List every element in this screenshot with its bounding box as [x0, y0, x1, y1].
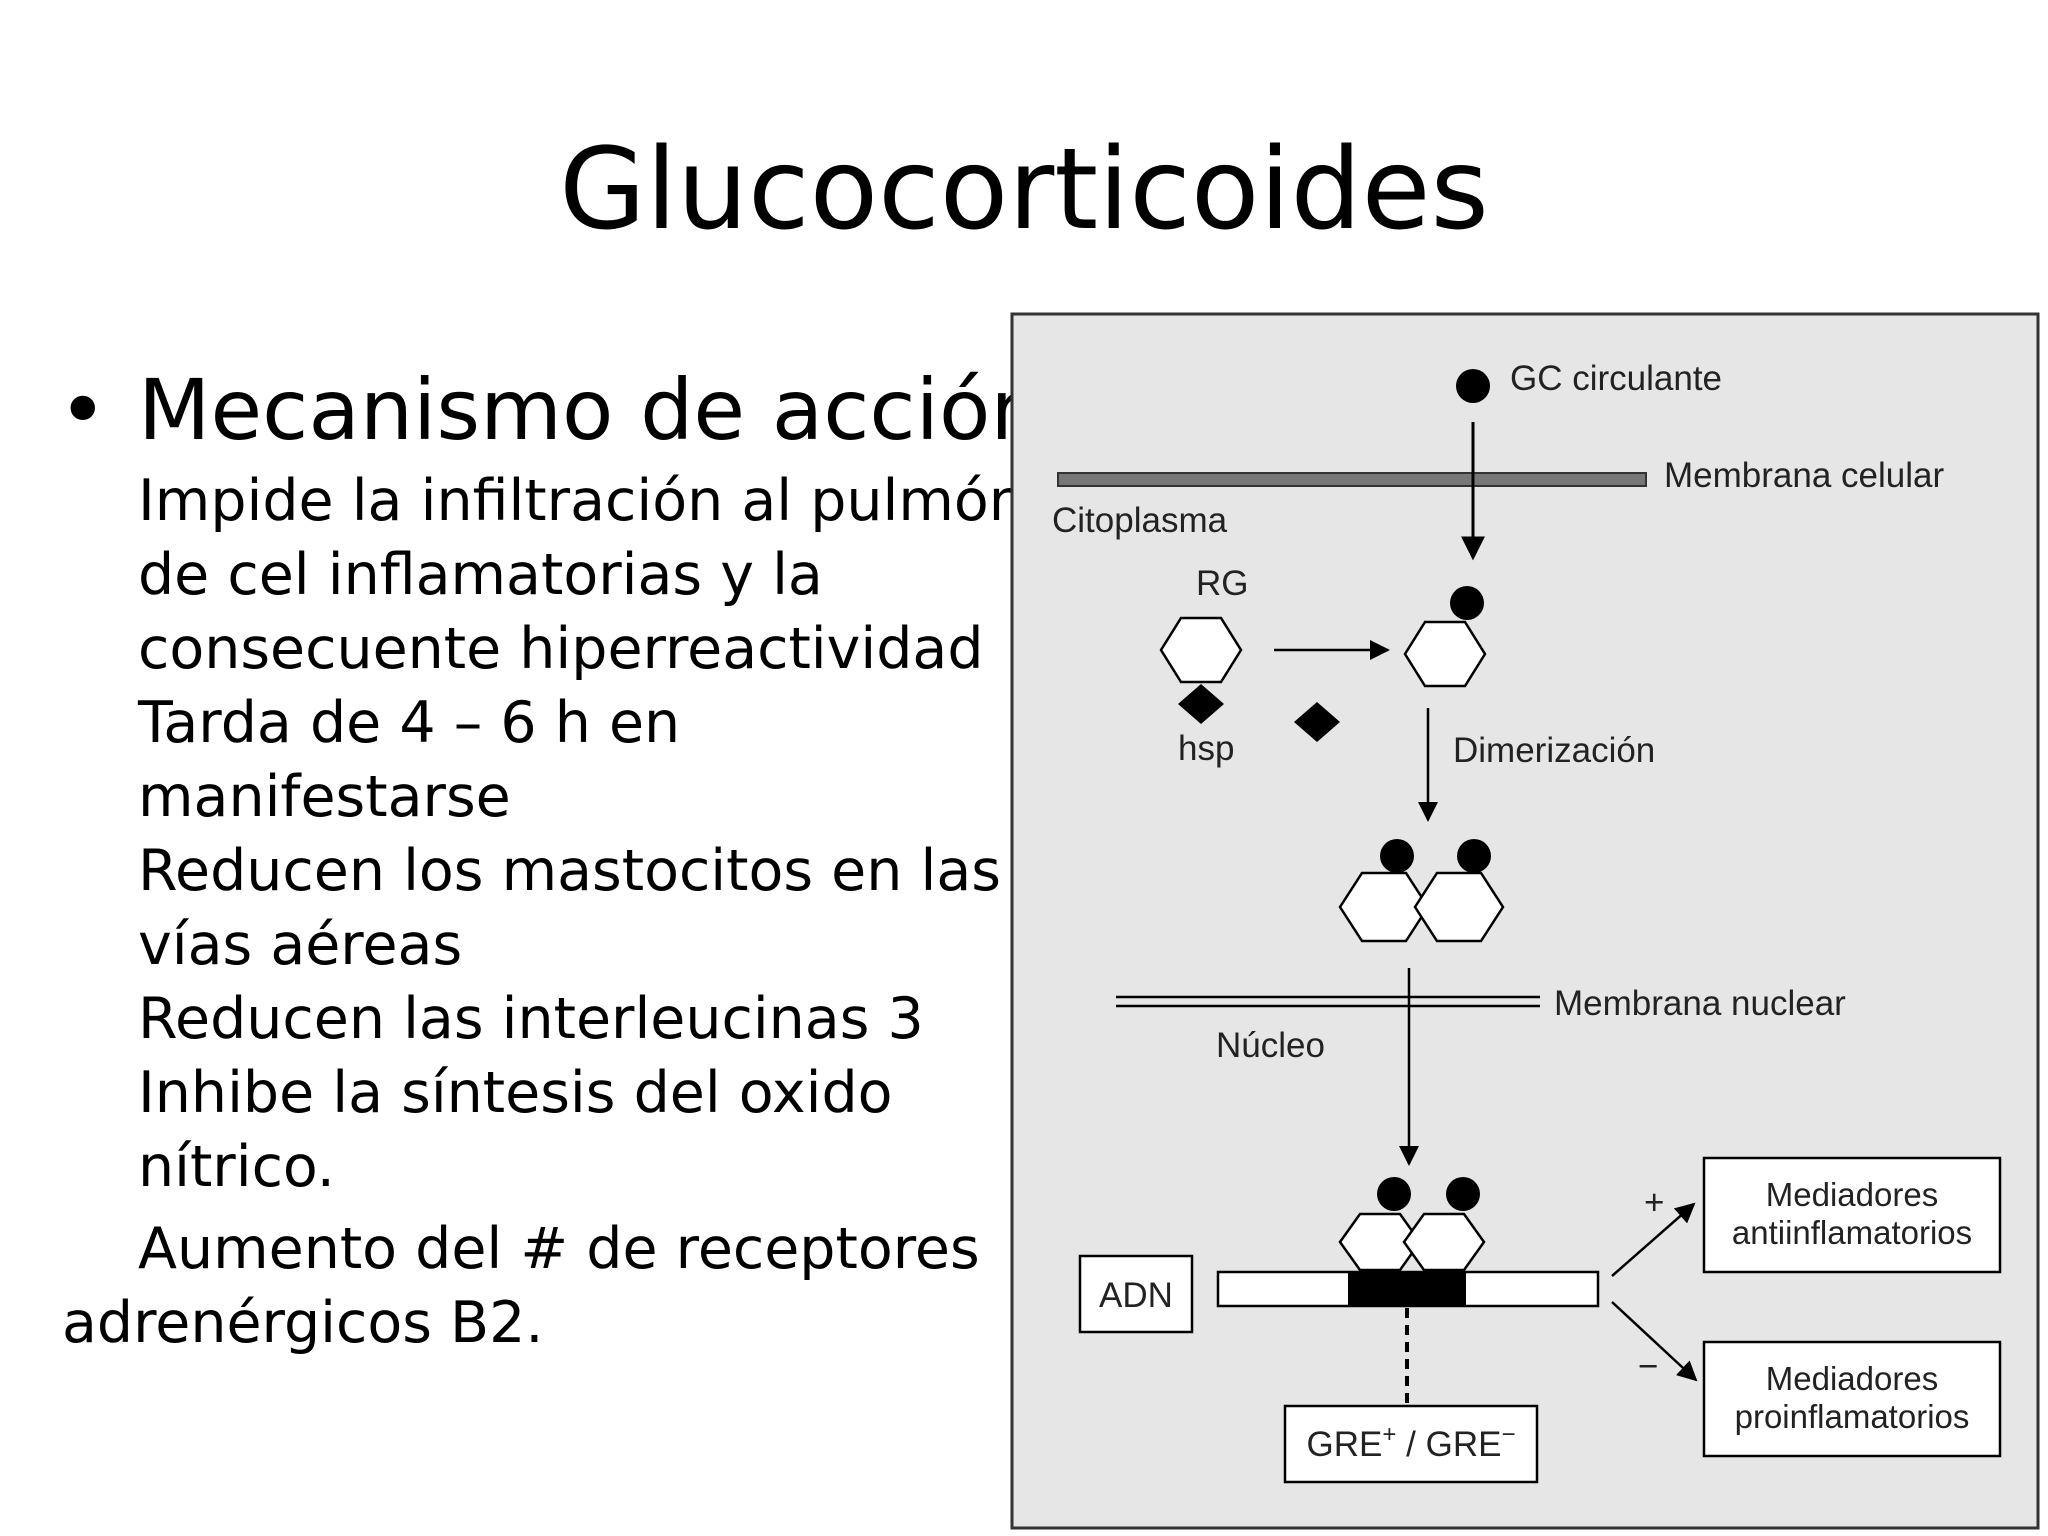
adn-box [1078, 1254, 1194, 1334]
body-line: nítrico. [138, 1134, 335, 1200]
nucleo-label: Núcleo [1216, 1026, 1325, 1065]
bullet-heading: Mecanismo de acción [138, 361, 1044, 459]
slide-title: Glucocorticoides [559, 125, 1489, 255]
body-line: Inhibe la síntesis del oxido [138, 1060, 893, 1126]
gre-separator: / [1396, 1425, 1425, 1464]
free-hsp-diamond [1294, 702, 1340, 742]
cell-membrane [1057, 472, 1647, 487]
dimer-molecule-right [1457, 839, 1491, 873]
dimer-hexagon-right [1413, 871, 1505, 943]
rg-label: RG [1196, 564, 1249, 603]
dimerizacion-label: Dimerización [1453, 731, 1655, 770]
hsp-label: hsp [1178, 729, 1234, 768]
body-line: de cel inflamatorias y la [138, 542, 823, 608]
bullet-marker: • [58, 361, 108, 459]
negative-effect-arrow [1611, 1301, 1698, 1382]
gre-plus-sup: + [1382, 1421, 1396, 1448]
body-line: Impide la infiltración al pulmón [138, 468, 1025, 534]
positive-effect-arrow [1611, 1202, 1696, 1277]
membrana-nuclear-label: Membrana nuclear [1554, 984, 1846, 1023]
pro-inflammatory-label-2: proinflamatorios [1735, 1398, 1970, 1435]
pro-inflammatory-box [1702, 1340, 2002, 1458]
dna-dimer-molecule-left [1377, 1177, 1411, 1211]
hsp-diamond [1178, 684, 1224, 724]
gre-plus-text: GRE [1307, 1425, 1383, 1464]
body-line: consecuente hiperreactividad [138, 616, 984, 682]
gre-minus-text: GRE [1426, 1425, 1502, 1464]
gc-circulante-label: GC circulante [1510, 359, 1722, 398]
gc-bound-molecule [1450, 586, 1484, 620]
anti-inflammatory-label-2: antiinflamatorios [1732, 1214, 1972, 1251]
pro-inflammatory-label-1: Mediadores [1766, 1360, 1938, 1397]
body-line: manifestarse [138, 764, 511, 830]
gre-box [1283, 1404, 1539, 1484]
plus-sign: + [1644, 1183, 1664, 1222]
closing-line: Aumento del # de receptores [138, 1216, 980, 1282]
body-line: Reducen las interleucinas 3 [138, 986, 924, 1052]
receptor-hexagon [1159, 616, 1243, 684]
gre-binding-site [1348, 1272, 1466, 1306]
body-line: Reducen los mastocitos en las [138, 838, 1001, 904]
anti-inflammatory-label-1: Mediadores [1766, 1176, 1938, 1213]
body-line: vías aéreas [138, 912, 463, 978]
minus-sign: − [1638, 1347, 1658, 1386]
gre-minus-sup: − [1501, 1421, 1515, 1448]
bound-receptor-hexagon [1403, 620, 1487, 688]
adn-label: ADN [1099, 1276, 1173, 1315]
anti-inflammatory-box [1702, 1156, 2002, 1274]
gc-molecule [1456, 369, 1490, 403]
membrana-celular-label: Membrana celular [1664, 456, 1944, 495]
body-line: Tarda de 4 – 6 h en [138, 690, 681, 756]
mechanism-diagram-svg: GC circulante Membrana celular Citoplasm… [1010, 312, 2040, 1530]
dna-dimer-molecule-right [1446, 1177, 1480, 1211]
dimer-molecule-left [1380, 839, 1414, 873]
gre-label: GRE+ / GRE− [1307, 1421, 1516, 1464]
closing-line: adrenérgicos B2. [62, 1290, 544, 1356]
dna-dimer-hexagon-right [1402, 1212, 1486, 1272]
mechanism-diagram: GC circulante Membrana celular Citoplasm… [1010, 312, 2040, 1530]
citoplasma-label: Citoplasma [1052, 501, 1228, 540]
